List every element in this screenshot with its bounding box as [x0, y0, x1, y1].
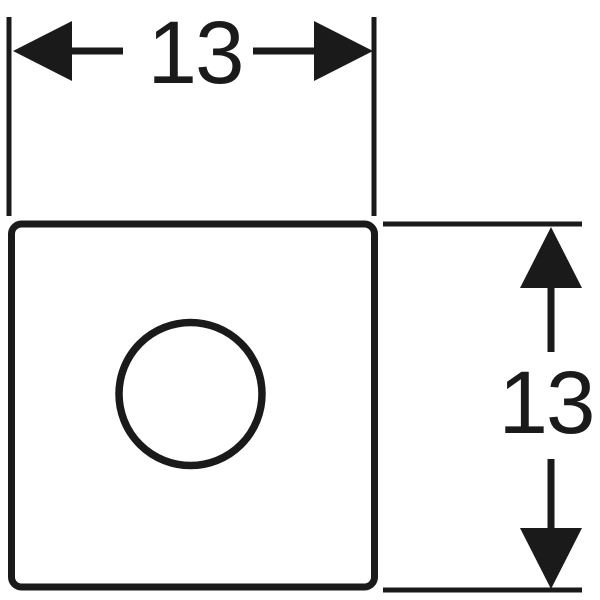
height-arrowhead-up-icon — [520, 227, 582, 288]
height-arrowhead-down-icon — [520, 528, 582, 589]
width-arrowhead-right-icon — [314, 21, 373, 81]
part-geometry — [8, 220, 378, 591]
height-dimension-label: 13 — [499, 352, 594, 452]
square-plate-outline — [8, 220, 378, 591]
width-dimension: 13 — [6, 2, 377, 216]
height-dimension: 13 — [383, 221, 596, 593]
width-arrowhead-left-icon — [13, 21, 72, 81]
width-dimension-label: 13 — [148, 2, 243, 102]
center-circle-opening — [115, 318, 266, 470]
